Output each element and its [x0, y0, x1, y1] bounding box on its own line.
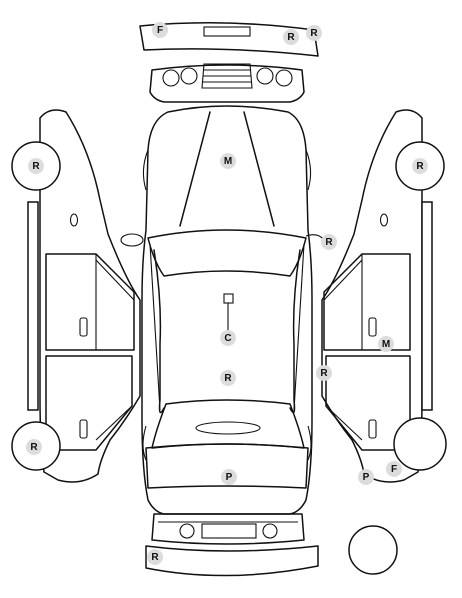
- marker-code: R: [310, 28, 318, 39]
- marker-right-rear-wheel[interactable]: F: [386, 461, 402, 477]
- marker-code: R: [32, 161, 40, 172]
- marker-badge: [220, 330, 236, 346]
- marker-left-rear-wheel[interactable]: R: [26, 439, 42, 455]
- marker-code: F: [157, 25, 163, 36]
- marker-badge: [220, 153, 236, 169]
- marker-front-bumper-mid[interactable]: R: [283, 29, 299, 45]
- marker-code: M: [382, 339, 390, 350]
- damage-markers: F R R M R R R C R M R R P P F R: [26, 22, 428, 565]
- spare-wheel: [348, 525, 398, 575]
- rear-bumper: [145, 545, 319, 577]
- marker-left-front-wheel[interactable]: R: [28, 158, 44, 174]
- marker-badge: [152, 22, 168, 38]
- marker-right-rear-door[interactable]: R: [316, 365, 332, 381]
- marker-right-rear-quarter[interactable]: P: [358, 469, 374, 485]
- marker-right-front-door[interactable]: M: [378, 336, 394, 352]
- front-bumper: [139, 22, 319, 57]
- marker-code: R: [30, 442, 38, 453]
- marker-code: R: [416, 161, 424, 172]
- marker-badge: [283, 29, 299, 45]
- car-top-view: [120, 105, 325, 515]
- marker-code: F: [391, 464, 397, 475]
- rear-fascia: [151, 513, 305, 545]
- marker-front-bumper-left[interactable]: F: [152, 22, 168, 38]
- marker-roof[interactable]: C: [220, 330, 236, 346]
- car-left-side: [11, 109, 141, 483]
- marker-code: R: [320, 368, 328, 379]
- marker-badge: [306, 25, 322, 41]
- marker-right-front-wheel[interactable]: R: [412, 158, 428, 174]
- marker-code: C: [224, 333, 231, 344]
- marker-badge: [220, 370, 236, 386]
- marker-cabin[interactable]: R: [220, 370, 236, 386]
- marker-badge: [221, 469, 237, 485]
- marker-right-mirror[interactable]: R: [321, 234, 337, 250]
- marker-badge: [358, 469, 374, 485]
- marker-badge: [26, 439, 42, 455]
- marker-code: R: [325, 237, 333, 248]
- marker-code: R: [287, 32, 295, 43]
- marker-badge: [378, 336, 394, 352]
- marker-badge: [386, 461, 402, 477]
- marker-badge: [321, 234, 337, 250]
- marker-badge: [147, 549, 163, 565]
- marker-code: P: [363, 472, 370, 483]
- marker-front-bumper-right[interactable]: R: [306, 25, 322, 41]
- marker-code: R: [224, 373, 232, 384]
- marker-badge: [28, 158, 44, 174]
- marker-code: M: [224, 156, 232, 167]
- marker-badge: [412, 158, 428, 174]
- marker-code: R: [151, 552, 159, 563]
- car-right-side: [321, 109, 447, 483]
- marker-hood[interactable]: M: [220, 153, 236, 169]
- marker-code: P: [226, 472, 233, 483]
- marker-trunk[interactable]: P: [221, 469, 237, 485]
- front-fascia: [149, 63, 305, 103]
- marker-rear-bumper[interactable]: R: [147, 549, 163, 565]
- marker-badge: [316, 365, 332, 381]
